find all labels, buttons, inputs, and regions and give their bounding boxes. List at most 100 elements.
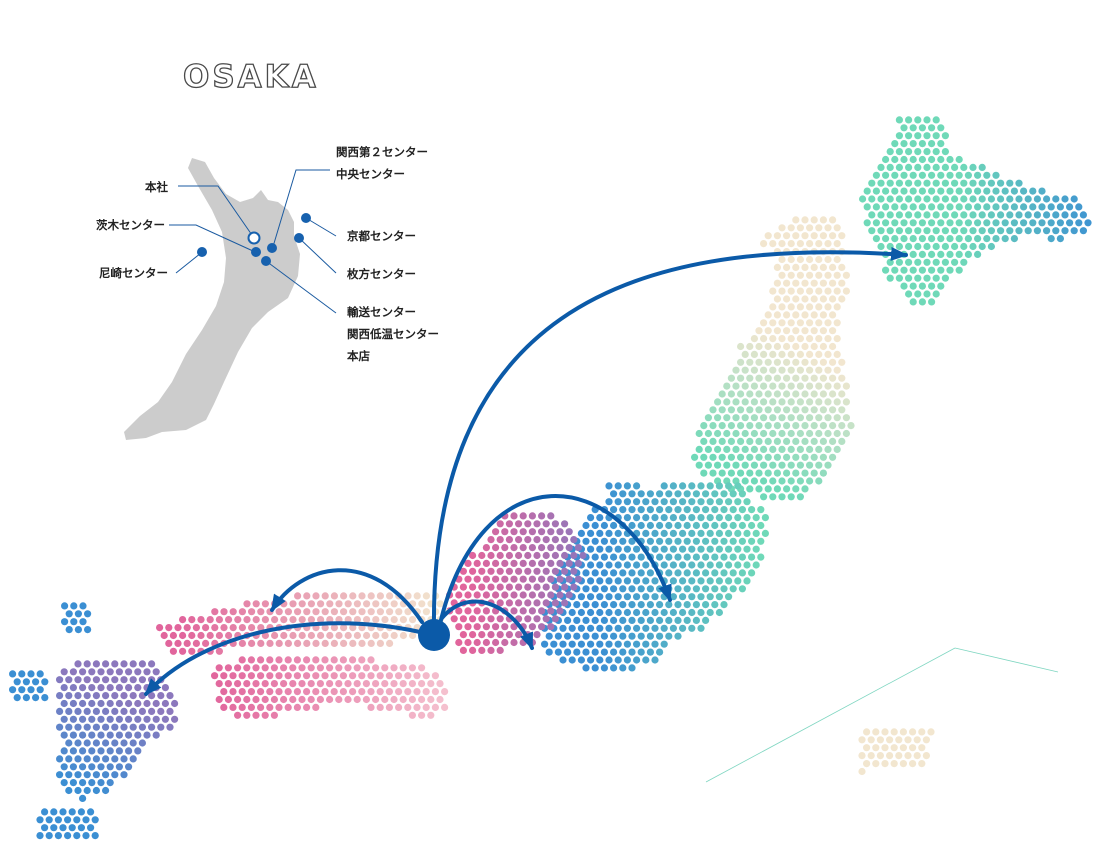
chugoku-dot: [376, 639, 384, 648]
tohoku-dot: [741, 429, 749, 438]
kanto-chubu-dot: [669, 514, 678, 522]
tohoku-dot: [806, 271, 814, 279]
kyushu-dot: [129, 723, 137, 731]
hokkaido-dot: [1056, 235, 1064, 243]
kanto-chubu-dot: [679, 482, 687, 490]
kansai-dot: [542, 567, 550, 575]
kyushu-dot: [74, 707, 82, 716]
hokkaido-dot: [1029, 187, 1037, 195]
hokkaido-dot: [863, 203, 871, 211]
tohoku-dot: [810, 216, 818, 224]
kansai-dot: [478, 583, 486, 591]
shikoku-dot: [211, 672, 219, 680]
okinawa-dot: [863, 744, 871, 752]
office-label-yuso: 輸送センター: [347, 305, 416, 319]
kanto-chubu-dot: [651, 529, 659, 538]
kansai-dot: [542, 583, 550, 591]
tohoku-dot: [787, 319, 795, 327]
hokkaido-dot: [941, 227, 950, 235]
hokkaido-dot: [941, 195, 950, 203]
hokkaido-dot: [1038, 187, 1046, 195]
kansai-dot: [574, 559, 583, 568]
kanto-chubu-dot: [623, 656, 632, 664]
tohoku-dot: [810, 327, 818, 335]
kanto-chubu-dot: [720, 601, 728, 609]
kyushu-dot: [88, 763, 96, 771]
kansai-dot: [515, 583, 523, 591]
tohoku-dot: [691, 453, 699, 461]
kyushu-dot: [97, 747, 105, 755]
kansai-dot: [487, 615, 495, 623]
kyushu-dot: [161, 715, 169, 723]
hokkaido-dot: [1001, 219, 1009, 227]
kanto-chubu-dot: [637, 585, 645, 593]
kanto-chubu-dot: [715, 482, 724, 490]
tohoku-dot: [732, 382, 740, 390]
hokkaido-dot: [946, 203, 954, 211]
tohoku-dot: [806, 477, 814, 485]
kyushu-dot: [111, 707, 119, 716]
tohoku-dot: [792, 232, 800, 240]
kansai-dot: [538, 512, 546, 520]
tohoku-dot: [824, 240, 832, 248]
kanto-chubu-dot: [725, 498, 733, 506]
kansai-dot: [487, 583, 495, 591]
kanto-chubu-dot: [692, 490, 701, 498]
hokkaido-dot: [905, 242, 913, 251]
kyushu-dot: [69, 715, 77, 723]
kanto-chubu-dot: [646, 569, 655, 577]
hokkaido-dot: [914, 179, 922, 187]
hokkaido-dot: [918, 235, 927, 243]
kansai-dot: [533, 583, 541, 591]
hokkaido-dot: [978, 163, 986, 171]
kanto-chubu-dot: [720, 569, 728, 577]
tohoku-dot: [796, 493, 805, 501]
shikoku-dot: [422, 703, 430, 712]
shikoku-dot: [229, 703, 237, 712]
kanto-chubu-dot: [660, 545, 668, 553]
shikoku-dot: [234, 711, 242, 719]
kanto-chubu-dot: [559, 624, 567, 632]
kanto-chubu-dot: [734, 482, 742, 490]
shikoku-dot: [289, 664, 297, 672]
tohoku-dot: [737, 453, 745, 461]
kansai-dot: [473, 591, 481, 599]
tohoku-dot: [732, 429, 740, 438]
kanto-chubu-dot: [577, 593, 586, 601]
kyushu-dot: [79, 763, 87, 771]
hokkaido-dot: [886, 242, 894, 251]
tohoku-dot: [801, 422, 809, 430]
tsushima-dot: [61, 602, 69, 610]
kanto-chubu-dot: [688, 482, 696, 490]
kansai-dot: [455, 638, 463, 647]
kanto-chubu-dot: [674, 553, 682, 561]
hokkaido-dot: [905, 290, 913, 298]
kanto-chubu-dot: [550, 640, 558, 648]
hokkaido-dot: [951, 211, 959, 219]
kanto-chubu-dot: [610, 601, 618, 609]
kanto-chubu-dot: [582, 521, 590, 530]
southern-isles-dot: [54, 816, 63, 824]
kanto-chubu-dot: [656, 616, 664, 625]
kansai-dot: [510, 607, 518, 615]
kanto-chubu-dot: [665, 553, 673, 561]
tohoku-dot: [787, 366, 795, 374]
hokkaido-dot: [900, 219, 908, 227]
kyushu-dot: [152, 715, 160, 723]
hokkaido-dot: [937, 235, 945, 243]
distribution-routes: [144, 246, 908, 696]
kyoto-marker: [301, 213, 311, 223]
kyushu-dot: [74, 786, 82, 795]
chugoku-dot: [238, 608, 246, 616]
kanto-chubu-dot: [752, 545, 760, 553]
hokkaido-dot: [1020, 219, 1028, 227]
kyushu-dot: [106, 684, 114, 692]
kansai-dot: [478, 646, 486, 655]
shikoku-dot: [349, 688, 357, 696]
hokkaido-dot: [914, 242, 922, 251]
hokkaido-dot: [900, 124, 908, 132]
chugoku-dot: [330, 608, 338, 616]
tohoku-dot: [796, 319, 805, 327]
hokkaido-dot: [928, 140, 936, 148]
tohoku-dot: [833, 240, 841, 248]
